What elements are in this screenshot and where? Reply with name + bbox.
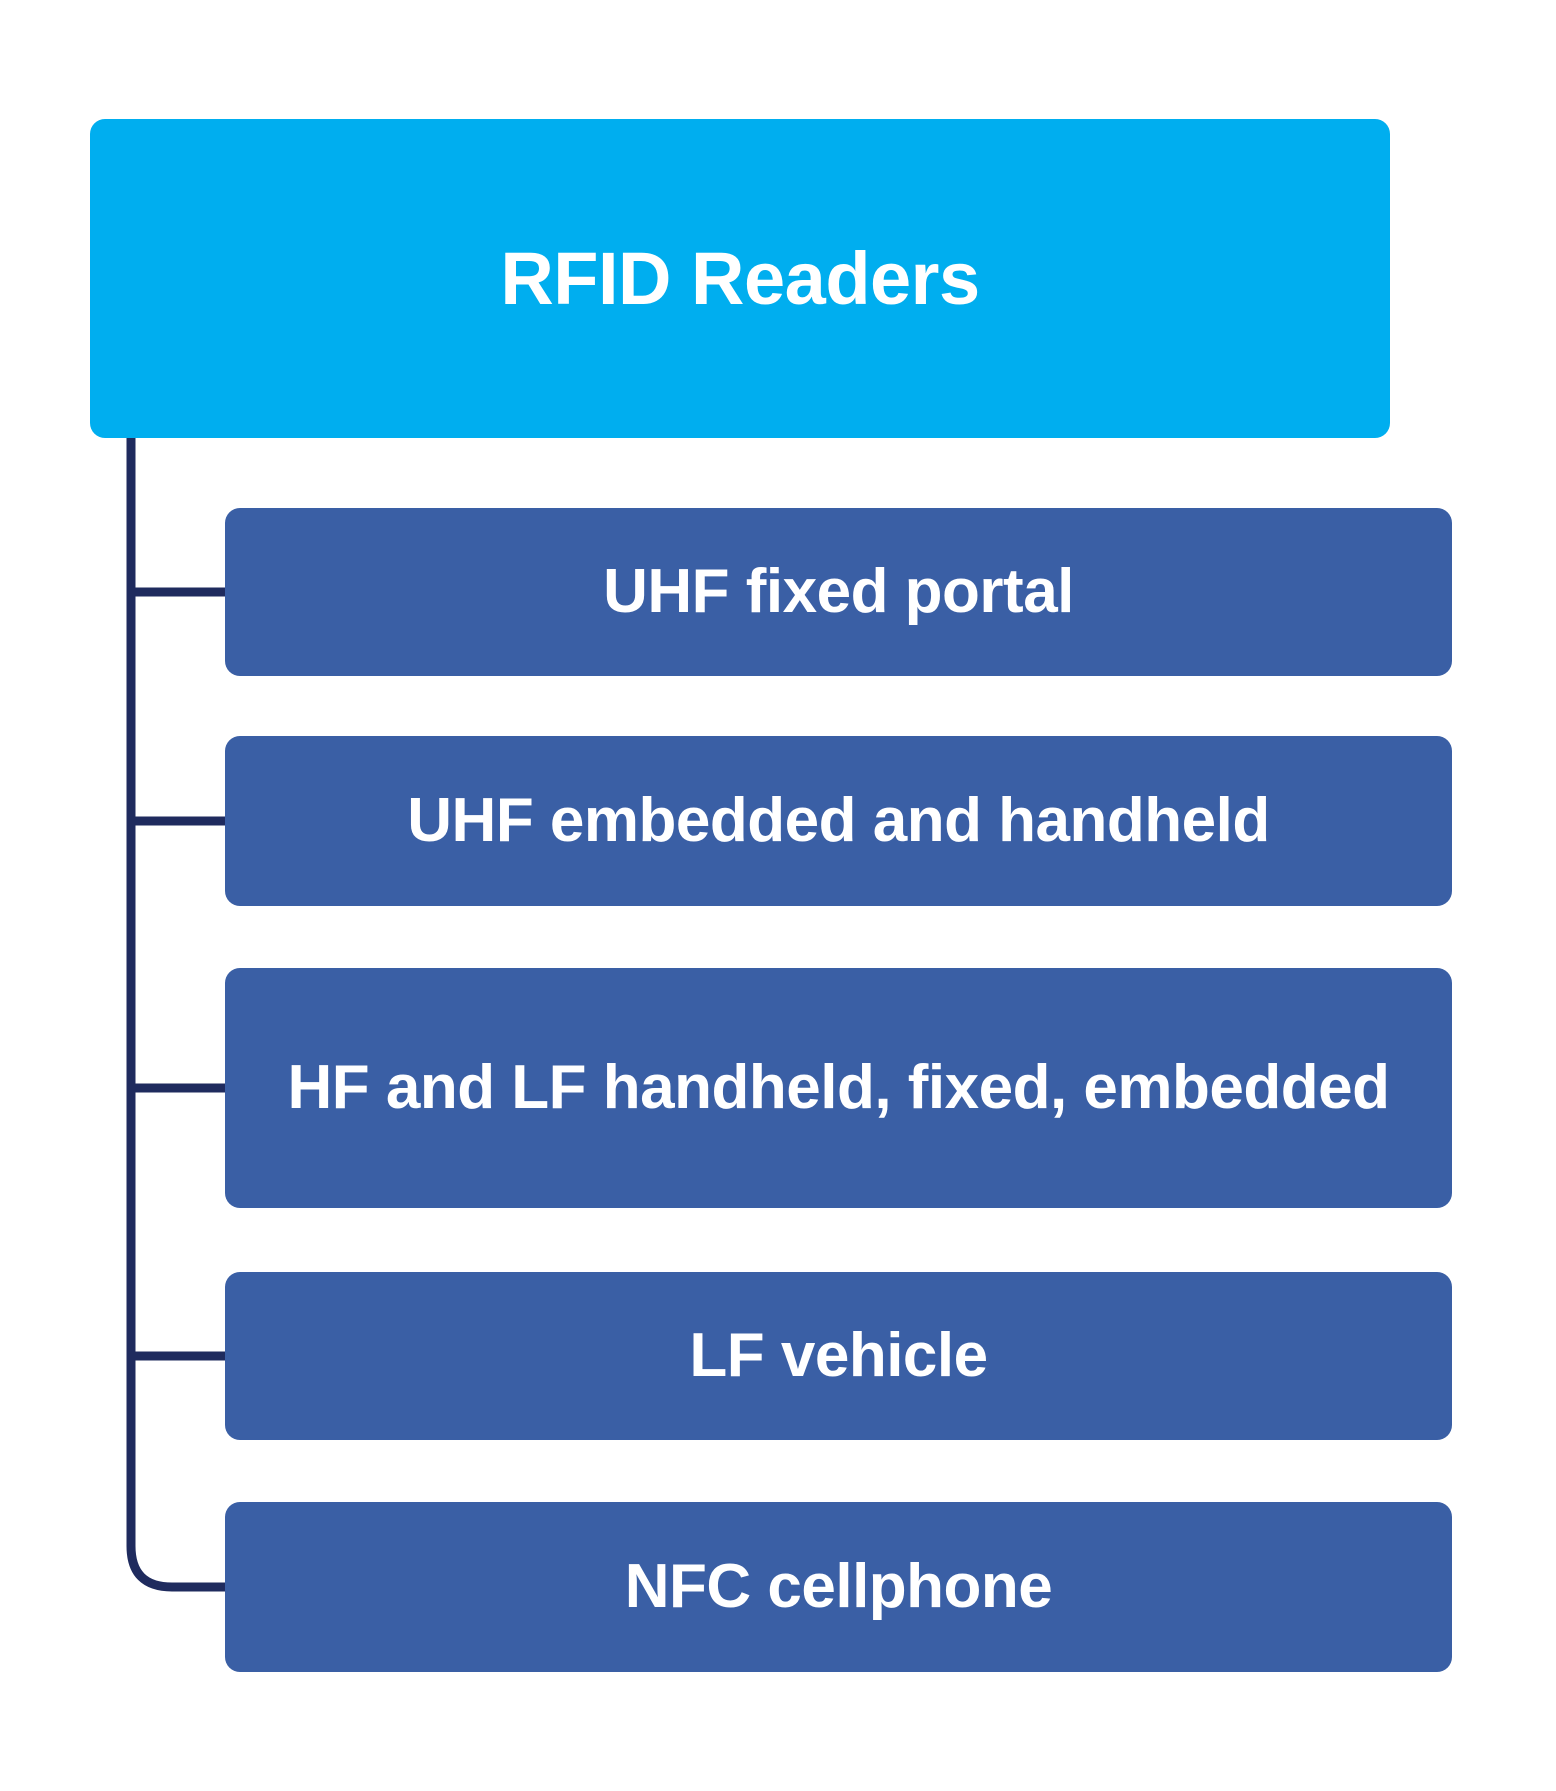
child-node-label: HF and LF handheld, fixed, embedded (287, 1053, 1390, 1123)
root-node-label: RFID Readers (500, 236, 980, 320)
child-node-label: NFC cellphone (624, 1552, 1053, 1622)
child-node-label: UHF fixed portal (603, 557, 1074, 627)
child-node-label: LF vehicle (689, 1321, 988, 1391)
child-node-label: UHF embedded and handheld (407, 786, 1270, 856)
child-node-nfc-cellphone[interactable]: NFC cellphone (225, 1502, 1452, 1672)
child-node-uhf-embedded-and-handheld[interactable]: UHF embedded and handheld (225, 736, 1452, 906)
connector-spine-path (126, 438, 225, 1592)
child-node-uhf-fixed-portal[interactable]: UHF fixed portal (225, 508, 1452, 676)
child-node-hf-and-lf-handheld-fixed-embedded[interactable]: HF and LF handheld, fixed, embedded (225, 968, 1452, 1208)
child-node-lf-vehicle[interactable]: LF vehicle (225, 1272, 1452, 1440)
root-node-rfid-readers[interactable]: RFID Readers (90, 119, 1390, 438)
